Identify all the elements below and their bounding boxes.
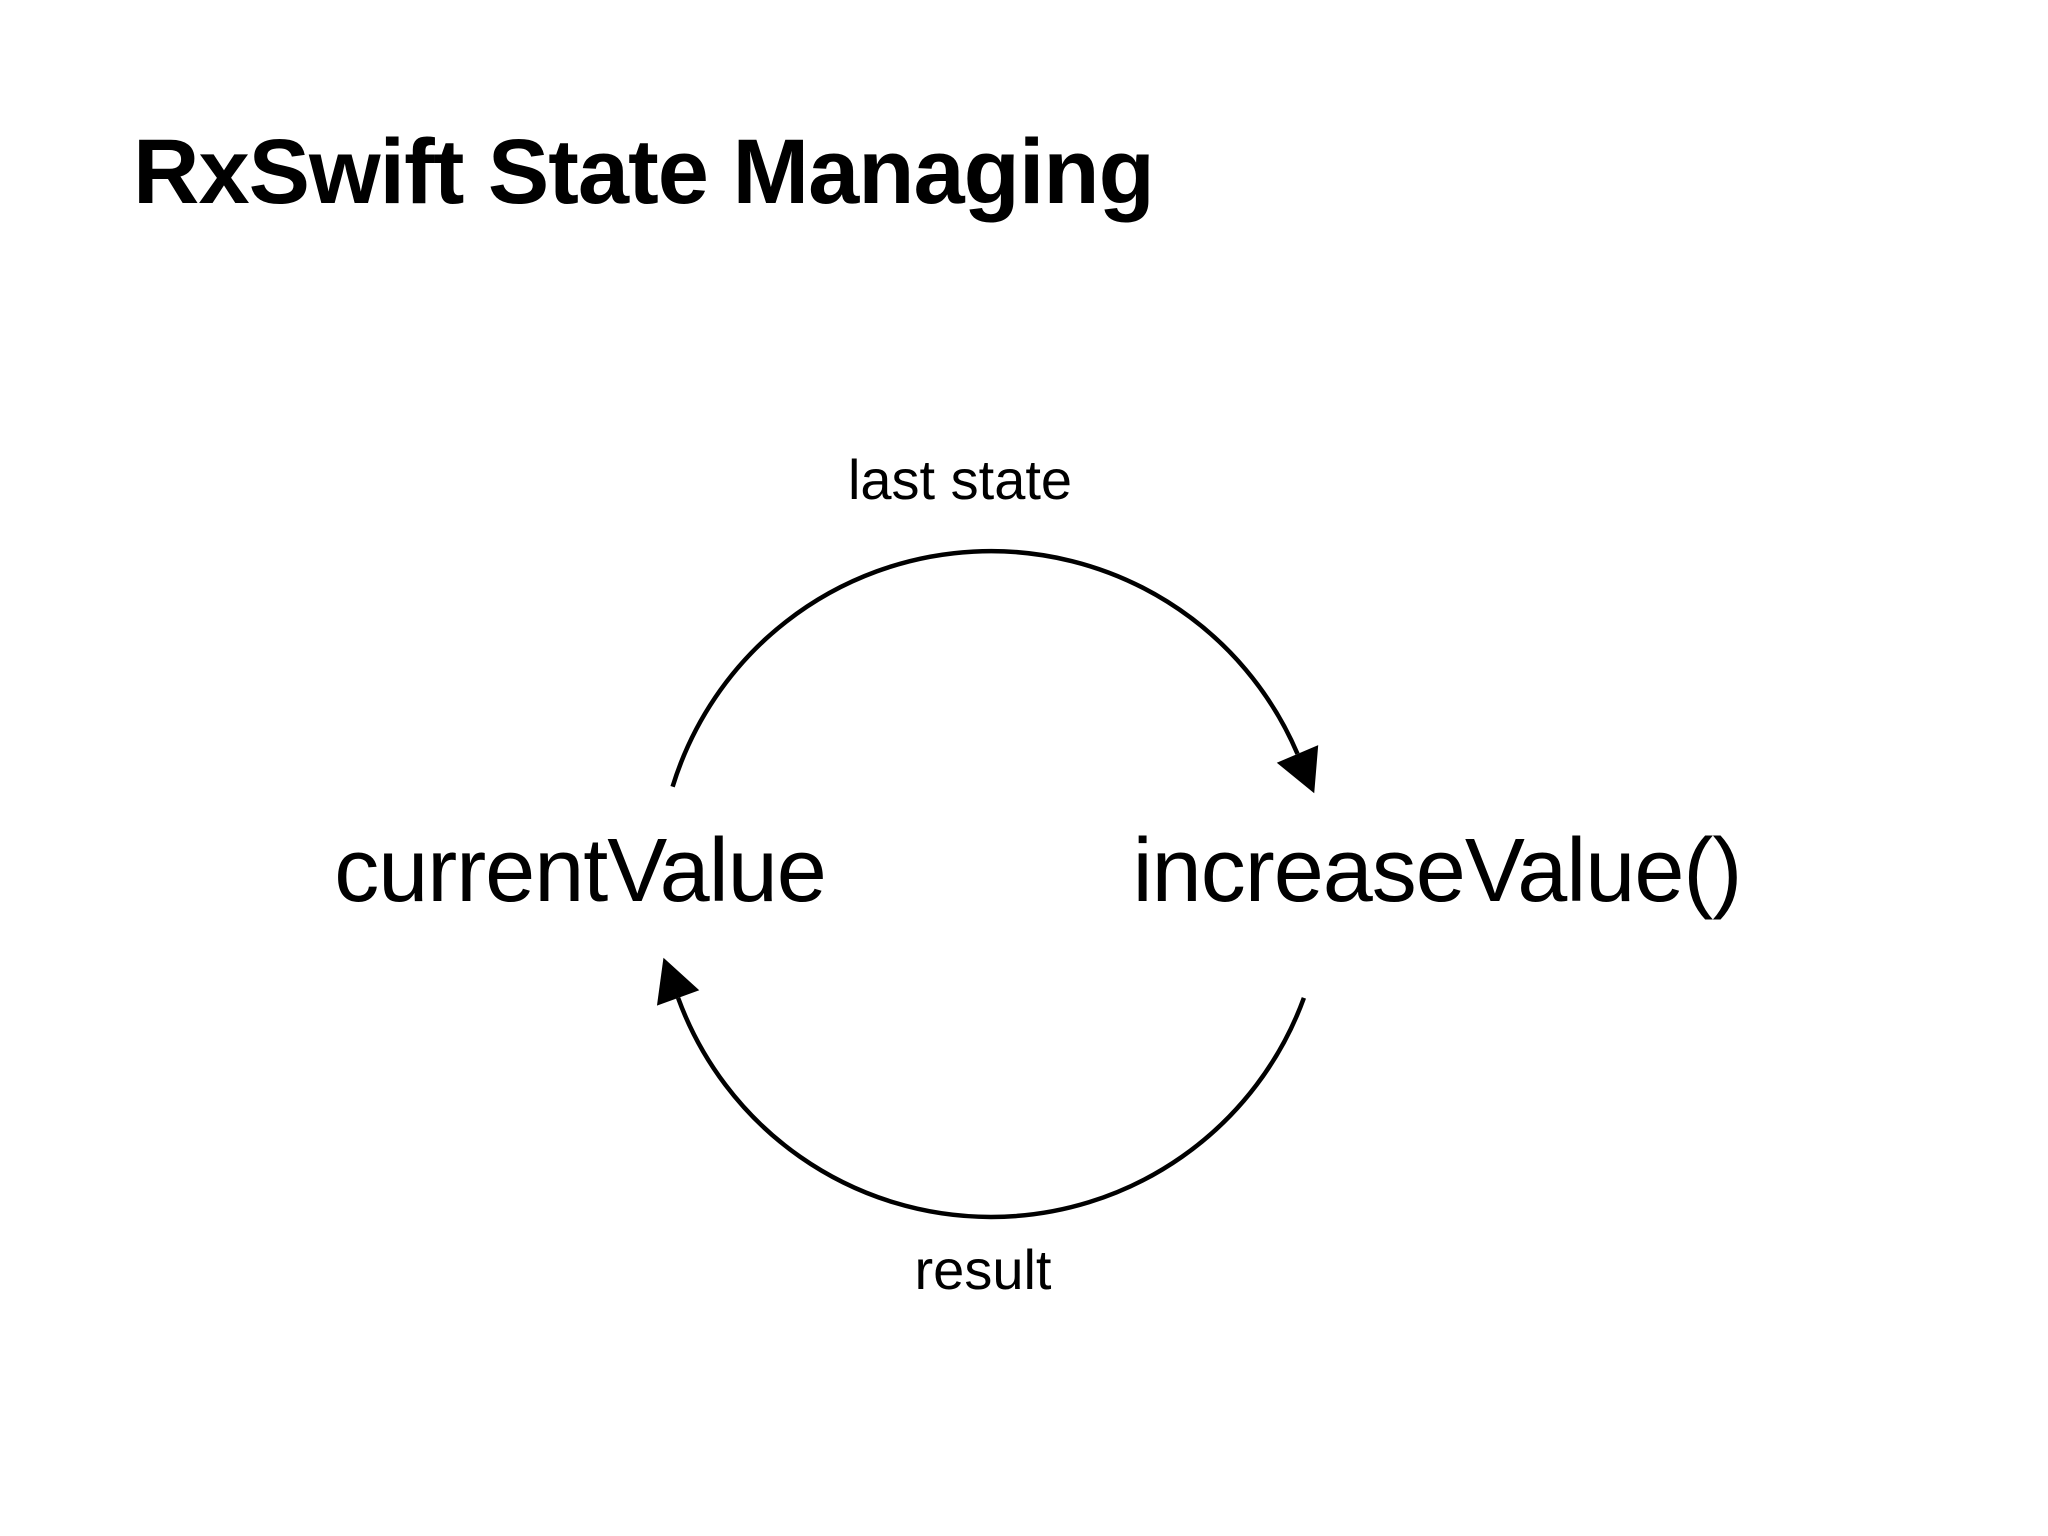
edge-label-last-state: last state [847, 448, 1073, 511]
node-current-value: currentValue [334, 821, 827, 921]
arc-bottom-result [656, 957, 1307, 1220]
arc-top-last-state [670, 548, 1319, 794]
edge-label-result: result [914, 1238, 1052, 1301]
node-increase-value: increaseValue() [1132, 821, 1743, 921]
slide-title: RxSwift State Managing [133, 121, 1155, 223]
